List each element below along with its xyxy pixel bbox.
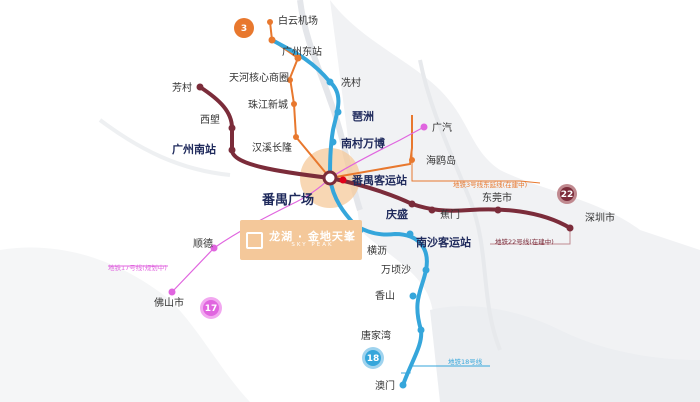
label-hanxi: 汉溪长隆 <box>252 141 292 154</box>
node-tianhe-cbd-2 <box>287 77 293 83</box>
label-haiou: 海鸥岛 <box>426 154 456 167</box>
node-tangjiawan <box>417 326 425 334</box>
label-xiancun: 冼村 <box>341 76 361 89</box>
node-guangzhou-south <box>228 146 236 154</box>
label-dongguan: 东莞市 <box>482 191 512 204</box>
node-guangqi <box>420 123 428 131</box>
node-xiangshan <box>409 292 417 300</box>
label-shunde: 顺德 <box>193 237 213 250</box>
node-nancun-wanbo <box>329 138 337 146</box>
badge-line-3: 3 <box>234 18 254 38</box>
svg-text:22: 22 <box>561 190 574 200</box>
node-fangcun <box>196 83 204 91</box>
label-qingsheng: 庆盛 <box>385 207 408 221</box>
note-line-3-extension: 地铁3号线东延线(在建中) <box>453 180 527 189</box>
label-foshan: 佛山市 <box>154 296 184 309</box>
brand-name: 龙湖 · 金地天峯 <box>269 230 356 244</box>
node-xiancun <box>326 78 334 86</box>
node-panyu-passenger <box>339 176 347 184</box>
node-guangzhou-east <box>268 36 276 44</box>
line-18-note-leader <box>401 365 490 374</box>
node-tianhe-cbd <box>294 54 302 62</box>
label-xilang: 西塱 <box>200 113 220 126</box>
brand-sub: SKY PEAK <box>291 241 334 248</box>
node-hanxi <box>293 134 299 140</box>
svg-text:18: 18 <box>367 354 380 364</box>
project-logo-badge: 龙湖 · 金地天峯 SKY PEAK <box>240 220 362 260</box>
label-shenzhen: 深圳市 <box>585 211 615 224</box>
label-wanqingsha: 万顷沙 <box>381 264 411 276</box>
label-panyu-passenger: 番禺客运站 <box>351 173 407 187</box>
label-tangjiawan: 唐家湾 <box>361 329 391 342</box>
node-jiaomen <box>428 206 436 214</box>
line-notes: 地铁3号线东延线(在建中) 地铁22号线(在建中) 地铁17号线(规划中) 地铁… <box>108 180 554 366</box>
node-wanqingsha <box>422 266 430 274</box>
label-guangzhou-south: 广州南站 <box>172 142 216 156</box>
svg-text:17: 17 <box>205 304 218 314</box>
node-panyu-square <box>322 170 338 186</box>
note-line-22: 地铁22号线(在建中) <box>495 237 554 246</box>
label-guangqi: 广汽 <box>432 121 452 134</box>
badge-line-17: 17 <box>200 297 222 319</box>
node-macau <box>399 381 407 389</box>
label-macau: 澳门 <box>375 379 395 392</box>
node-nansha-passenger <box>406 230 414 238</box>
label-tianhe-cbd: 天河核心商圈 <box>229 71 289 84</box>
label-fangcun: 芳村 <box>172 81 192 94</box>
node-pazhou <box>334 108 342 116</box>
svg-text:3: 3 <box>241 24 247 34</box>
node-shenzhen <box>566 224 574 232</box>
note-line-17: 地铁17号线(规划中) <box>108 263 167 272</box>
label-xiangshan: 香山 <box>375 290 395 302</box>
node-shunde <box>210 244 218 252</box>
badge-line-22: 22 <box>557 184 577 204</box>
label-hengli: 横沥 <box>367 244 387 257</box>
note-line-18: 地铁18号线 <box>448 357 483 366</box>
node-xilang <box>228 124 236 132</box>
label-nancun-wanbo: 南村万博 <box>341 136 385 150</box>
label-nansha-passenger: 南沙客运站 <box>416 235 471 249</box>
node-zhujiang-newtown <box>291 101 297 107</box>
node-haiou <box>409 157 415 163</box>
badge-line-18: 18 <box>362 347 384 369</box>
station-labels: 白云机场 广州东站 天河核心商圈 冼村 珠江新城 琶洲 芳村 西塱 广州南站 汉… <box>154 14 615 392</box>
label-guangzhou-east: 广州东站 <box>282 45 322 58</box>
node-dongguan <box>494 206 502 214</box>
label-jiaomen: 蕉门 <box>440 208 460 221</box>
label-baiyun-airport: 白云机场 <box>278 14 318 27</box>
node-qingsheng <box>408 200 416 208</box>
logo-icon <box>246 231 264 249</box>
node-foshan <box>168 288 176 296</box>
label-zhujiang-newtown: 珠江新城 <box>248 98 288 111</box>
line-22-note-leader <box>490 228 571 245</box>
label-panyu-square: 番禺广场 <box>261 192 314 208</box>
label-pazhou: 琶洲 <box>352 110 374 123</box>
node-baiyun-airport <box>267 19 273 25</box>
